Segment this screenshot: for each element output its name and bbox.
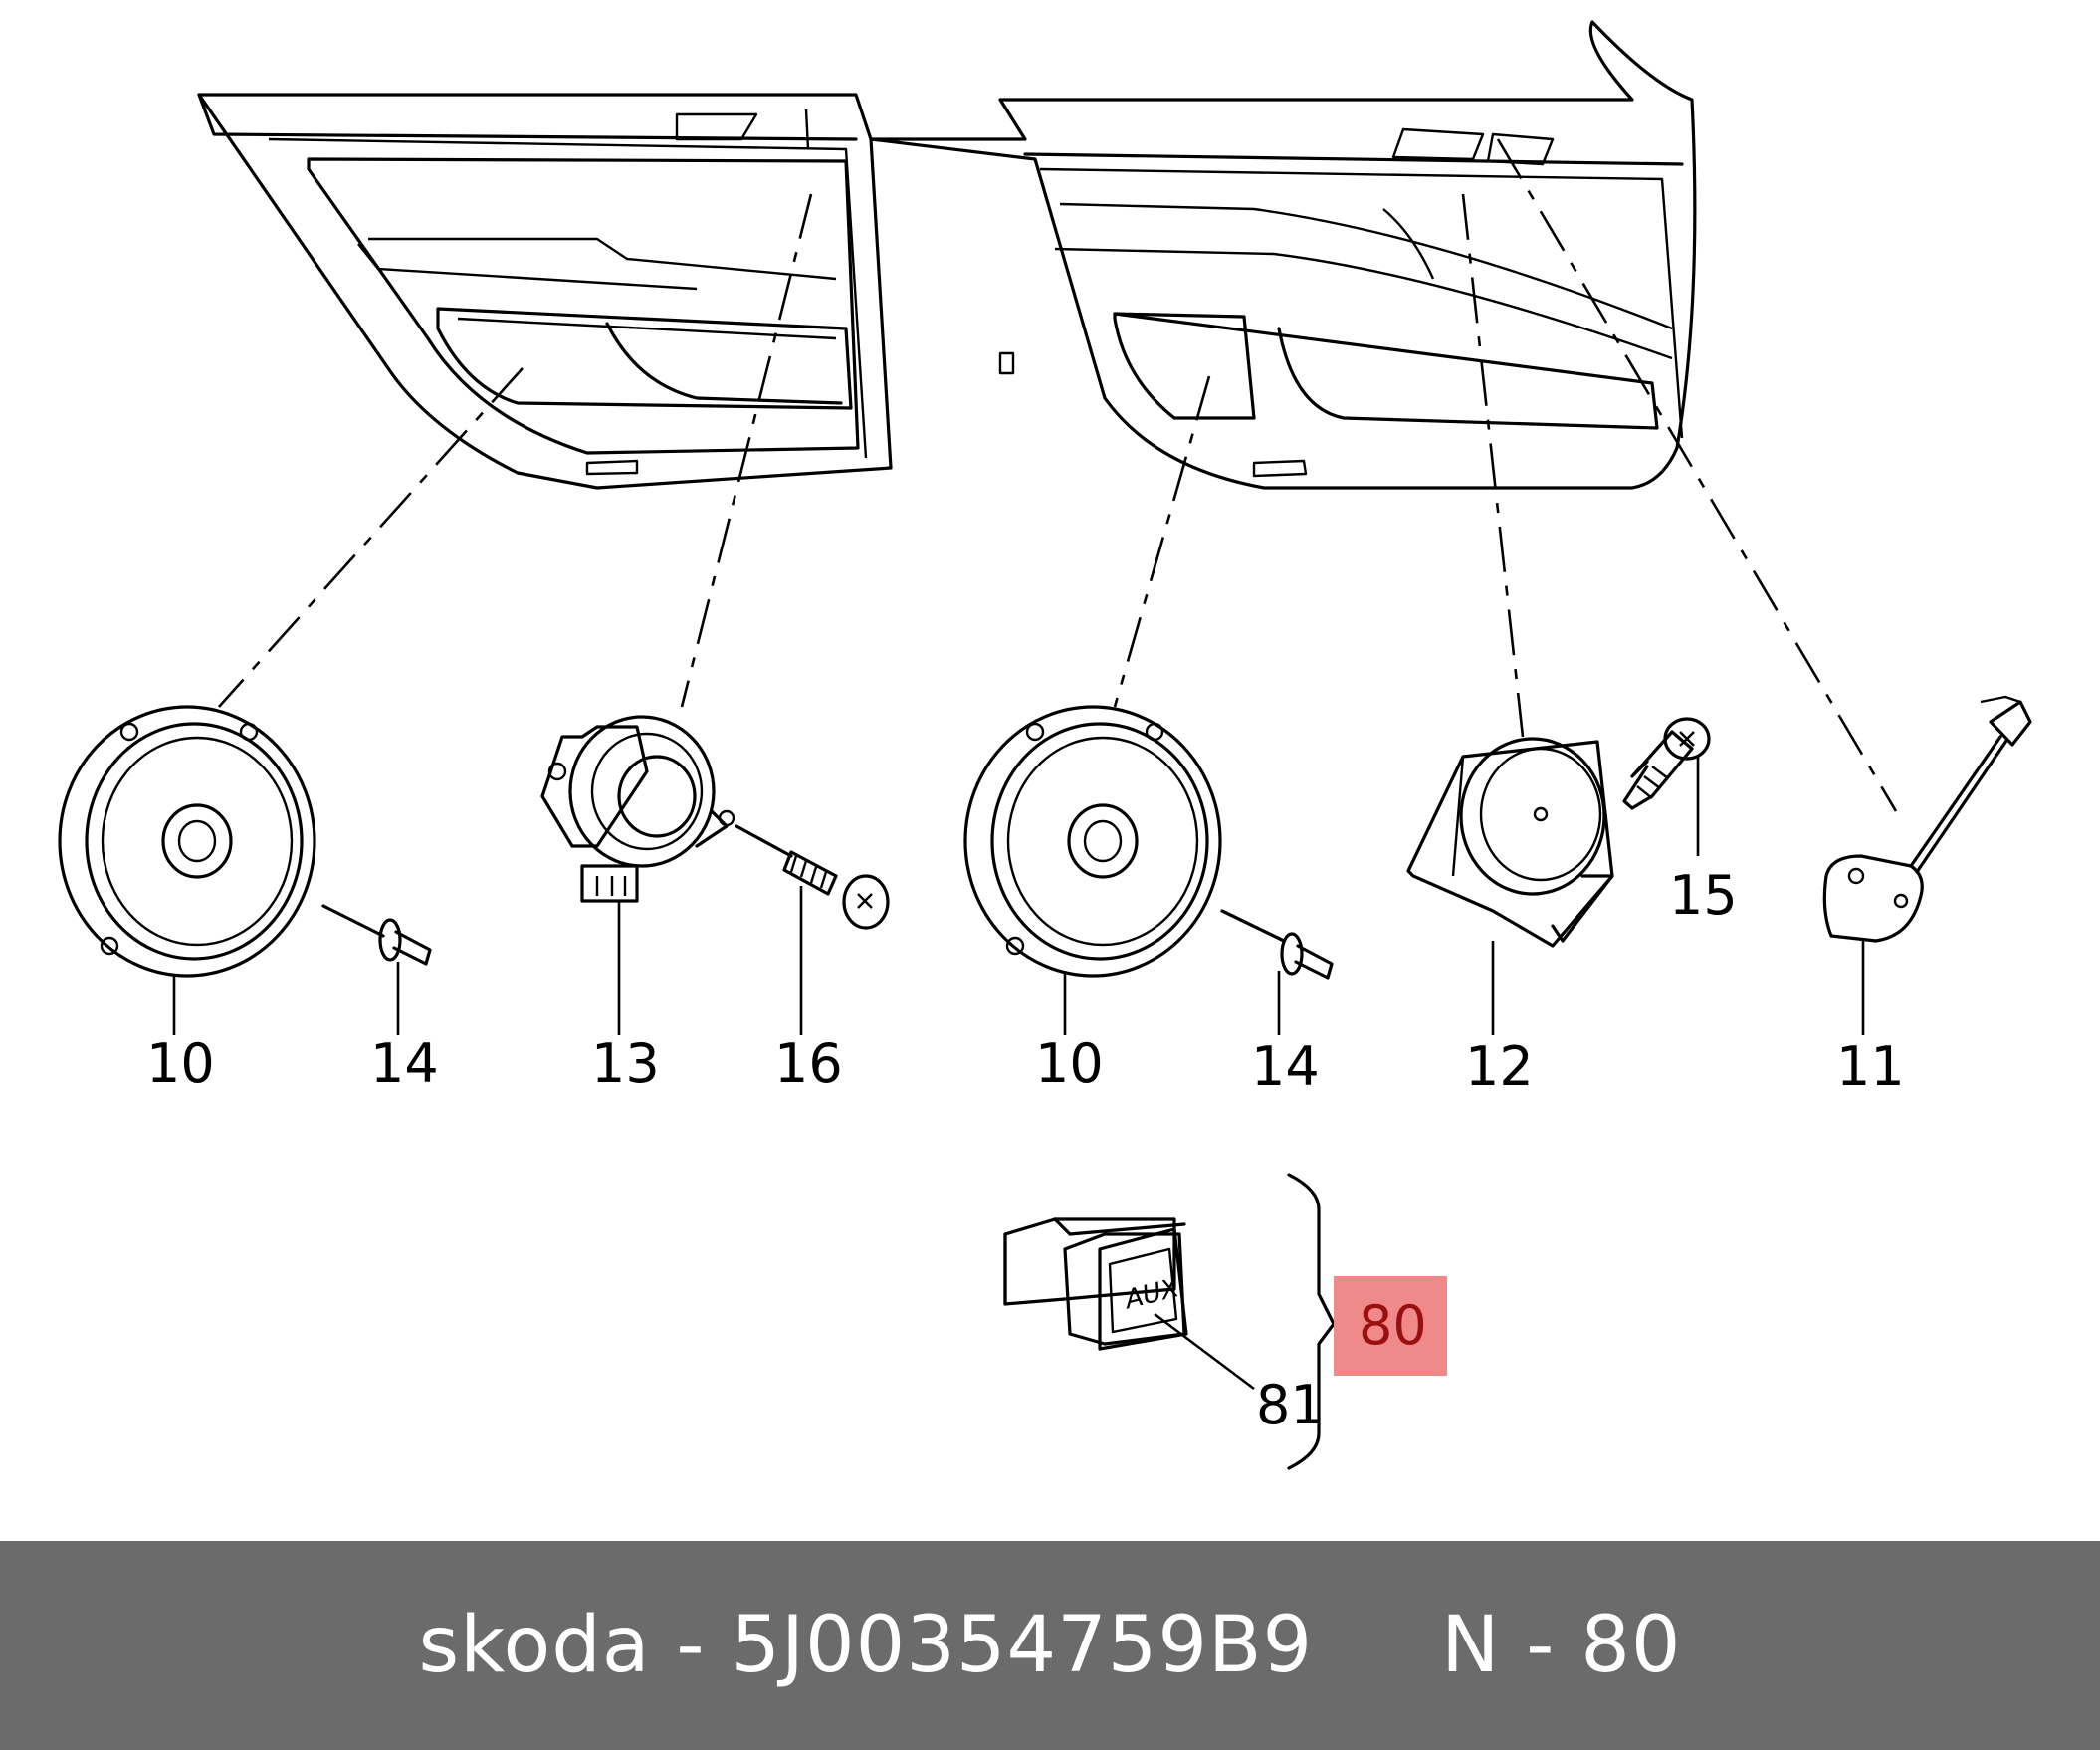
- callout-front-tweeter: 13: [591, 1032, 660, 1095]
- footer-part-number: 5J00354759B9: [731, 1601, 1314, 1690]
- rear-rivet-drawing: [1220, 909, 1334, 980]
- callout-aux-socket: 81: [1256, 1374, 1325, 1436]
- assembly-leader-lines: [218, 138, 1898, 812]
- callout-rear-bass-speaker: 10: [1035, 1032, 1104, 1095]
- rear-bass-speaker-drawing: [963, 705, 1222, 978]
- callout-rear-mid-speaker: 12: [1465, 1035, 1534, 1098]
- footer-gap: [1313, 1601, 1441, 1690]
- callout-aux-socket-assembly: 80: [1359, 1294, 1427, 1357]
- leader-aux-socket: [1154, 1312, 1255, 1391]
- rear-door-panel: [869, 20, 1697, 490]
- rear-mid-speaker-drawing: [1406, 737, 1614, 948]
- callout-rear-rivet: 14: [1251, 1035, 1320, 1098]
- callout-tweeter-screw: 16: [774, 1032, 843, 1095]
- highlight-box: [1334, 1276, 1447, 1376]
- callout-rear-small-speaker: 11: [1836, 1035, 1905, 1098]
- callout-front-rivet: 14: [370, 1032, 439, 1095]
- footer-brand: skoda: [418, 1601, 651, 1690]
- rear-small-speaker-drawing: [1822, 695, 2032, 943]
- footer-bar: skoda - 5J00354759B9 N - 80: [0, 1541, 2100, 1750]
- front-rivet-drawing: [321, 904, 432, 966]
- front-door-panel: [197, 93, 893, 490]
- aux-socket-drawing: AUX: [1003, 1217, 1188, 1351]
- footer-separator: -: [650, 1601, 732, 1690]
- aux-label: AUX: [1121, 1273, 1183, 1316]
- footer-caption: skoda - 5J00354759B9 N - 80: [419, 1601, 1682, 1690]
- front-tweeter-drawing: [540, 715, 735, 903]
- footer-position-separator: -: [1500, 1601, 1581, 1690]
- footer-position: 80: [1580, 1601, 1682, 1690]
- mid-screw-drawing: [1622, 717, 1711, 810]
- footer-position-prefix: N: [1441, 1601, 1501, 1690]
- parts-diagram: AUX 10 14 13 16 10 14 12 15 11 80 81: [58, 20, 2032, 1470]
- callout-mid-screw: 15: [1669, 864, 1738, 927]
- front-bass-speaker-drawing: [58, 705, 316, 978]
- callout-front-bass-speaker: 10: [146, 1032, 215, 1095]
- tweeter-screw-drawing: [735, 824, 890, 930]
